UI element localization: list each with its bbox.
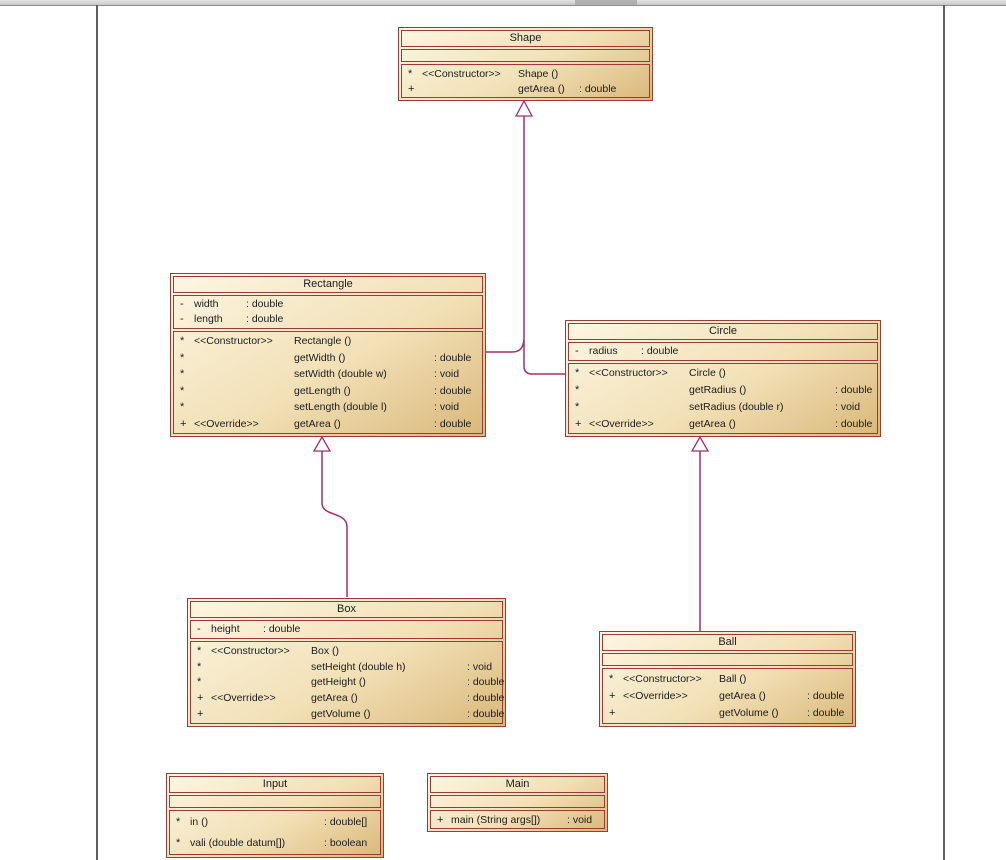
class-shape[interactable]: Shape *<<Constructor>>Shape () +getArea (… [398, 27, 653, 101]
class-operations: *<<Constructor>>Rectangle () *getWidth ()… [173, 331, 483, 434]
canvas-boundary-left [96, 5, 98, 860]
operation-row: +<<Override>>getArea (): double [609, 689, 845, 702]
operation-row: *getLength (): double [180, 384, 472, 397]
operation-row: *in (): double[] [176, 816, 368, 829]
attribute-row: -height: double [197, 623, 301, 635]
scrollbar-thumb[interactable] [575, 0, 637, 5]
class-title: Box [190, 601, 503, 618]
operation-row: *setLength (double l): void [180, 401, 460, 414]
operation-row: *setWidth (double w): void [180, 368, 460, 381]
class-rectangle[interactable]: Rectangle -width: double-length: double … [170, 273, 486, 437]
canvas-boundary-right [943, 5, 945, 860]
generalization-box-to-rectangle[interactable] [312, 435, 348, 597]
class-title: Circle [568, 323, 878, 340]
operation-row: *<<Constructor>>Rectangle () [180, 335, 352, 348]
horizontal-scrollbar[interactable] [0, 0, 1006, 6]
class-title: Rectangle [173, 276, 483, 293]
class-attributes [401, 49, 650, 62]
class-attributes: -radius: double [568, 342, 878, 361]
operation-row: *getWidth (): double [180, 351, 472, 364]
class-operations: *<<Constructor>>Shape () +getArea (): dou… [401, 64, 650, 98]
class-ball[interactable]: Ball *<<Constructor>>Ball () +<<Override>… [599, 631, 856, 727]
class-title: Ball [602, 634, 853, 651]
class-attributes: -width: double -length: double [173, 295, 483, 329]
class-title: Input [169, 776, 381, 793]
generalization-circle-to-shape[interactable] [514, 99, 565, 375]
operation-row: *setRadius (double r): void [575, 400, 861, 413]
operation-row: *<<Constructor>>Shape () [408, 67, 559, 80]
class-title: Shape [401, 30, 650, 47]
generalization-rectangle-to-shape[interactable] [486, 339, 525, 353]
operation-row: *<<Constructor>>Box () [197, 644, 340, 657]
class-circle[interactable]: Circle -radius: double *<<Constructor>>C… [565, 320, 881, 437]
class-attributes [169, 795, 381, 808]
operation-row: *vali (double datum[]): boolean [176, 836, 368, 849]
class-operations: *<<Constructor>>Box () *setHeight (double… [190, 641, 505, 724]
class-operations: *<<Constructor>>Circle () *getRadius (): … [568, 363, 878, 434]
class-attributes: -height: double [190, 620, 503, 639]
class-input[interactable]: Input *in (): double[] *vali (double datu… [166, 773, 384, 858]
attribute-row: -radius: double [575, 345, 679, 357]
operation-row: *getHeight (): double [197, 676, 505, 689]
attribute-row: -length: double [180, 313, 284, 325]
class-operations: +main (String args[]): void [430, 810, 605, 829]
operation-row: +getVolume (): double [197, 708, 505, 721]
operation-row: +<<Override>>getArea (): double [180, 417, 472, 430]
class-attributes [430, 795, 605, 808]
operation-row: *<<Constructor>>Circle () [575, 367, 726, 380]
operation-row: +<<Override>>getArea (): double [197, 692, 505, 705]
operation-row: +<<Override>>getArea (): double [575, 417, 873, 430]
operation-row: +getArea (): double [408, 82, 617, 95]
operation-row: *<<Constructor>>Ball () [609, 672, 747, 685]
class-attributes [602, 653, 853, 666]
class-operations: *<<Constructor>>Ball () +<<Override>>getA… [602, 668, 853, 724]
operation-row: *setHeight (double h): void [197, 660, 493, 673]
class-title: Main [430, 776, 605, 793]
attribute-row: -width: double [180, 298, 284, 310]
generalization-ball-to-circle[interactable] [690, 435, 710, 631]
operation-row: +main (String args[]): void [437, 813, 593, 826]
operation-row: +getVolume (): double [609, 707, 845, 720]
operation-row: *getRadius (): double [575, 384, 873, 397]
class-operations: *in (): double[] *vali (double datum[]): … [169, 810, 381, 855]
class-main[interactable]: Main +main (String args[]): void [427, 773, 608, 832]
class-box[interactable]: Box -height: double *<<Constructor>>Box … [187, 598, 506, 727]
